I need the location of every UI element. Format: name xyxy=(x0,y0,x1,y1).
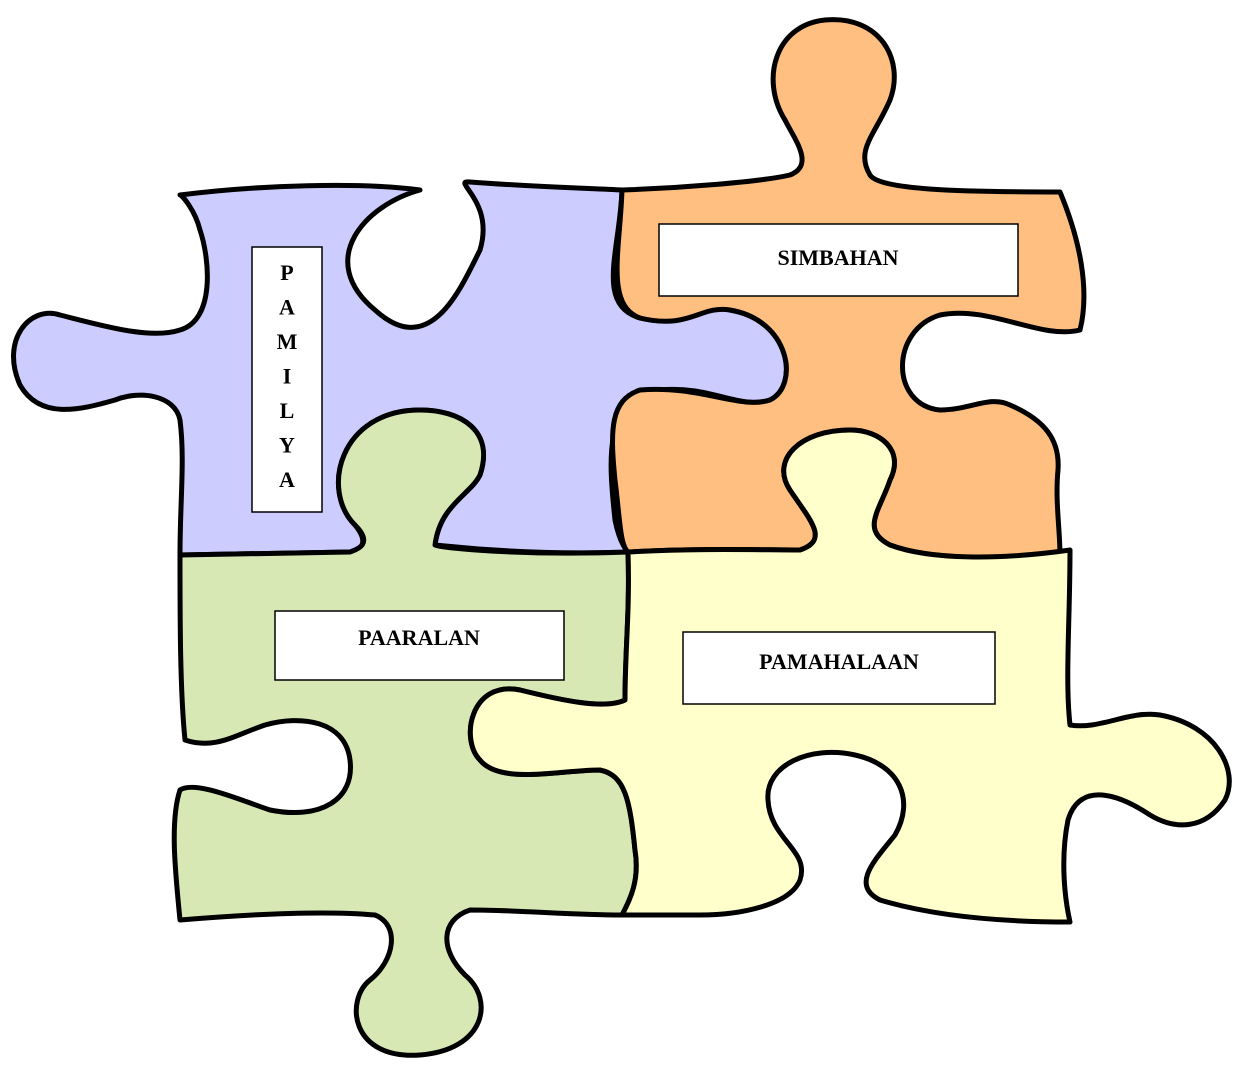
pamilya-letter: I xyxy=(283,364,292,389)
pamilya-letter: A xyxy=(279,467,295,492)
pamilya-letter: A xyxy=(279,295,295,320)
pamahalaan-label: PAMAHALAAN xyxy=(759,649,919,674)
paaralan-label: PAARALAN xyxy=(358,625,480,650)
pamilya-letter: P xyxy=(280,260,293,285)
simbahan-label: SIMBAHAN xyxy=(777,245,898,270)
pamilya-letter: M xyxy=(277,329,298,354)
pamilya-letter: L xyxy=(280,398,295,423)
pamilya-letter: Y xyxy=(279,433,295,458)
